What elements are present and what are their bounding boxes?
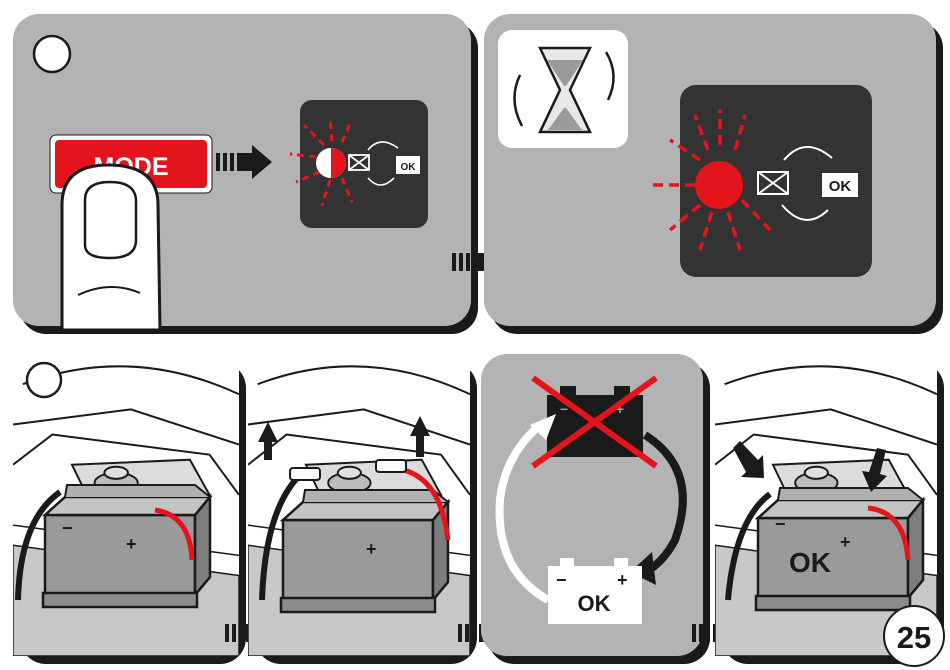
battery-icon [281,490,448,612]
new-battery-icon: − + OK [548,558,642,624]
battery-minus-label: − [62,518,73,538]
battery-minus-label: − [775,514,786,534]
ok-label: OK [578,591,611,616]
battery-ok-icon: OK [396,156,420,174]
instruction-panel-press-mode: MODE [13,14,508,334]
ok-label: OK [789,547,831,578]
svg-text:−: − [556,570,567,590]
battery-plus-label: + [126,534,137,554]
battery-plus-label: + [840,532,851,552]
step-panel-disconnect: + [248,354,514,664]
page-number: 25 [897,620,931,655]
finger-icon [62,165,160,330]
svg-text:OK: OK [829,178,852,195]
step-circle-icon [34,36,70,72]
step-panel-battery-connected: − + [13,354,281,664]
step-panel-replace-battery: − + − + OK [481,354,748,664]
svg-text:OK: OK [401,162,417,173]
instruction-panel-wait: OK [484,14,943,334]
battery-ok-icon: OK [822,173,858,197]
battery-plus-label: + [366,539,377,559]
page-number-badge: 25 [884,606,944,666]
charger-display: OK [650,85,872,277]
step-circle-icon [27,363,61,397]
hourglass-icon [498,30,628,148]
charger-display: OK [290,100,428,228]
svg-text:+: + [617,570,628,590]
